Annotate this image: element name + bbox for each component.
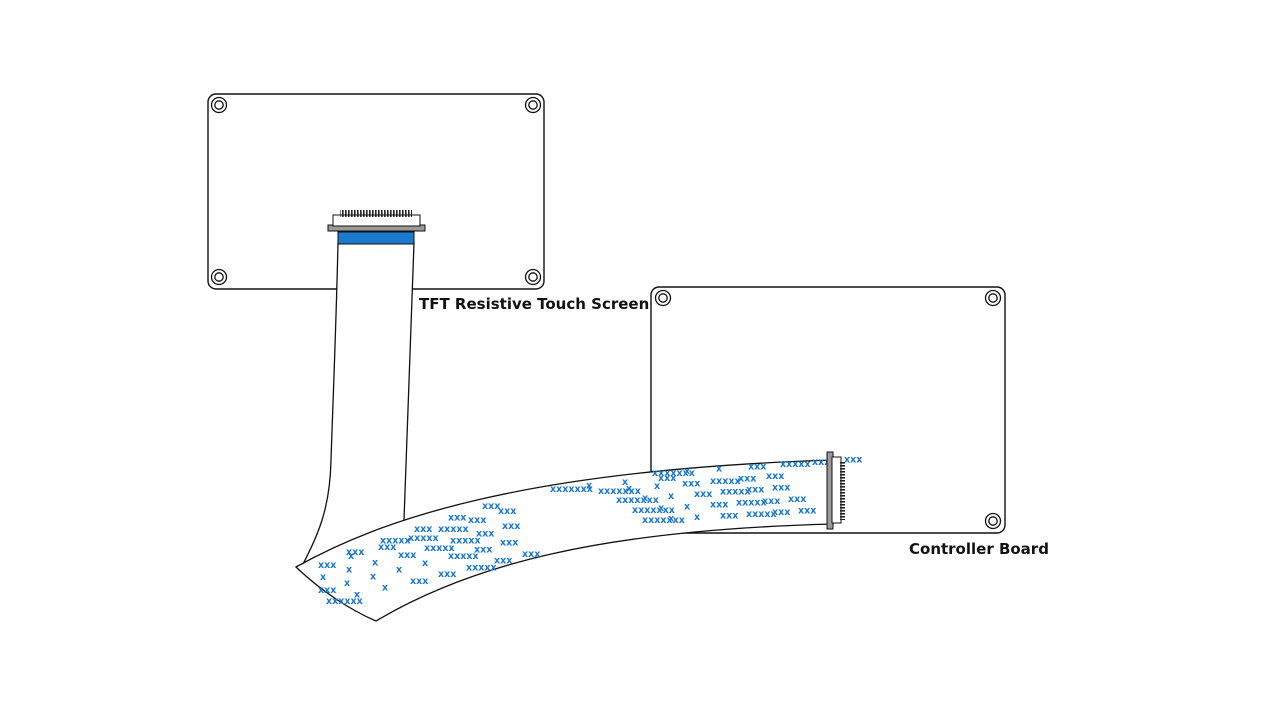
cable-mark: xxx — [694, 489, 712, 500]
cable-mark: xxx — [748, 461, 766, 472]
cable-mark: xxx — [738, 473, 756, 484]
cable-mark: xxx — [318, 560, 336, 571]
mount-hole-icon — [210, 268, 228, 286]
cable-mark: x — [382, 583, 388, 594]
cable-mark: xxxxx — [466, 562, 497, 573]
cable-mark: xxx — [500, 538, 518, 549]
cable-mark: x — [344, 578, 350, 589]
cable-mark: xxxxx — [438, 524, 469, 535]
touch-screen-label: TFT Resistive Touch Screen — [419, 295, 649, 313]
cable-mark: x — [716, 464, 722, 475]
cable-mark: xxx — [318, 585, 336, 596]
cable-mark: xxx — [502, 521, 520, 532]
mount-hole-icon — [524, 96, 542, 114]
cable-mark: x — [346, 565, 352, 576]
cable-mark: x — [642, 493, 648, 504]
cable-mark: xxxxx — [380, 535, 411, 546]
cable-mark: xxx — [522, 549, 540, 560]
screen-ribbon-cable — [298, 242, 415, 571]
cable-mark: xxxxx — [450, 536, 481, 547]
cable-mark: xxx — [410, 576, 428, 587]
cable-mark: x — [320, 572, 326, 583]
cable-mark: xxxxx — [710, 476, 741, 487]
cable-mark: x — [586, 480, 592, 491]
cable-mark: x — [348, 551, 354, 562]
cable-mark: xxxxx — [736, 498, 767, 509]
cable-mark: xxxxx — [424, 543, 455, 554]
cable-mark: xxxxxxx — [642, 515, 685, 526]
cable-mark: x — [370, 571, 376, 582]
cable-mark: xxxxxxx — [616, 495, 659, 506]
cable-mark: xxx — [658, 473, 676, 484]
cable-mark: xxxxxxx — [632, 505, 675, 516]
cable-mark: x — [626, 483, 632, 494]
cable-mark: xxx — [798, 506, 816, 517]
cable-mark: x — [622, 477, 628, 488]
cable-mark: xxx — [772, 507, 790, 518]
mount-hole-icon — [210, 96, 228, 114]
cable-mark: xxx — [468, 515, 486, 526]
cable-mark: xxxxxx — [326, 596, 363, 607]
cable-mark: xxx — [766, 471, 784, 482]
cable-markings: xxxxxxxxxxxxxxxxxxxxxxxxxxxxxxxxxxxxxxxx… — [318, 455, 862, 607]
cable-mark: x — [684, 466, 690, 477]
connector-pins — [340, 210, 412, 217]
cable-mark: xxx — [772, 483, 790, 494]
cable-mark: xxx — [812, 457, 830, 468]
cable-mark: xxx — [482, 501, 500, 512]
mount-hole-icon — [524, 268, 542, 286]
cable-mark: xxx — [378, 542, 396, 553]
cable-mark: xxxxxxx — [550, 484, 593, 495]
cable-mark: xxx — [494, 556, 512, 567]
cable-mark: xxx — [346, 547, 364, 558]
cable-mark: xxxxx — [448, 551, 479, 562]
controller-flex-cable — [294, 459, 834, 622]
cable-mark: xxx — [844, 455, 862, 466]
cable-mark: xxx — [398, 550, 416, 561]
cable-mark: xxxxxxx — [652, 468, 695, 479]
mount-hole-icon — [654, 289, 672, 307]
cable-mark: x — [684, 501, 690, 512]
cable-mark: xxx — [498, 506, 516, 517]
cable-mark: xxx — [476, 528, 494, 539]
connector-stiffener — [337, 231, 415, 245]
controller-board-label: Controller Board — [909, 540, 1049, 558]
controller-connector — [826, 451, 845, 530]
connector-pins — [840, 462, 845, 520]
cable-mark: xxxxx — [408, 533, 439, 544]
cable-mark: xxx — [682, 478, 700, 489]
cable-mark: x — [654, 481, 660, 492]
cable-mark: x — [396, 565, 402, 576]
cable-mark: x — [694, 512, 700, 523]
cable-mark: xxx — [746, 485, 764, 496]
cable-mark: xxx — [438, 569, 456, 580]
cable-mark: xxx — [720, 510, 738, 521]
screen-connector — [327, 210, 426, 245]
cable-mark: xxxxx — [780, 459, 811, 470]
cable-mark: xxx — [762, 496, 780, 507]
mount-hole-icon — [984, 512, 1002, 530]
cable-mark: xxx — [710, 500, 728, 511]
cable-mark: xxx — [448, 512, 466, 523]
cable-mark: x — [668, 513, 674, 524]
cable-mark: x — [668, 491, 674, 502]
cable-mark: x — [354, 589, 360, 600]
mount-hole-icon — [984, 289, 1002, 307]
cable-mark: x — [658, 503, 664, 514]
cable-mark: xxx — [788, 494, 806, 505]
connector-body — [831, 456, 842, 524]
cable-mark: xxxxx — [720, 487, 751, 498]
cable-mark: xxxxx — [746, 509, 777, 520]
cable-mark: xxx — [414, 524, 432, 535]
cable-mark: x — [372, 557, 378, 568]
touch-screen-board — [207, 93, 545, 290]
cable-mark: x — [422, 558, 428, 569]
cable-mark: xxxxxxx — [598, 486, 641, 497]
cable-mark: xxx — [474, 544, 492, 555]
